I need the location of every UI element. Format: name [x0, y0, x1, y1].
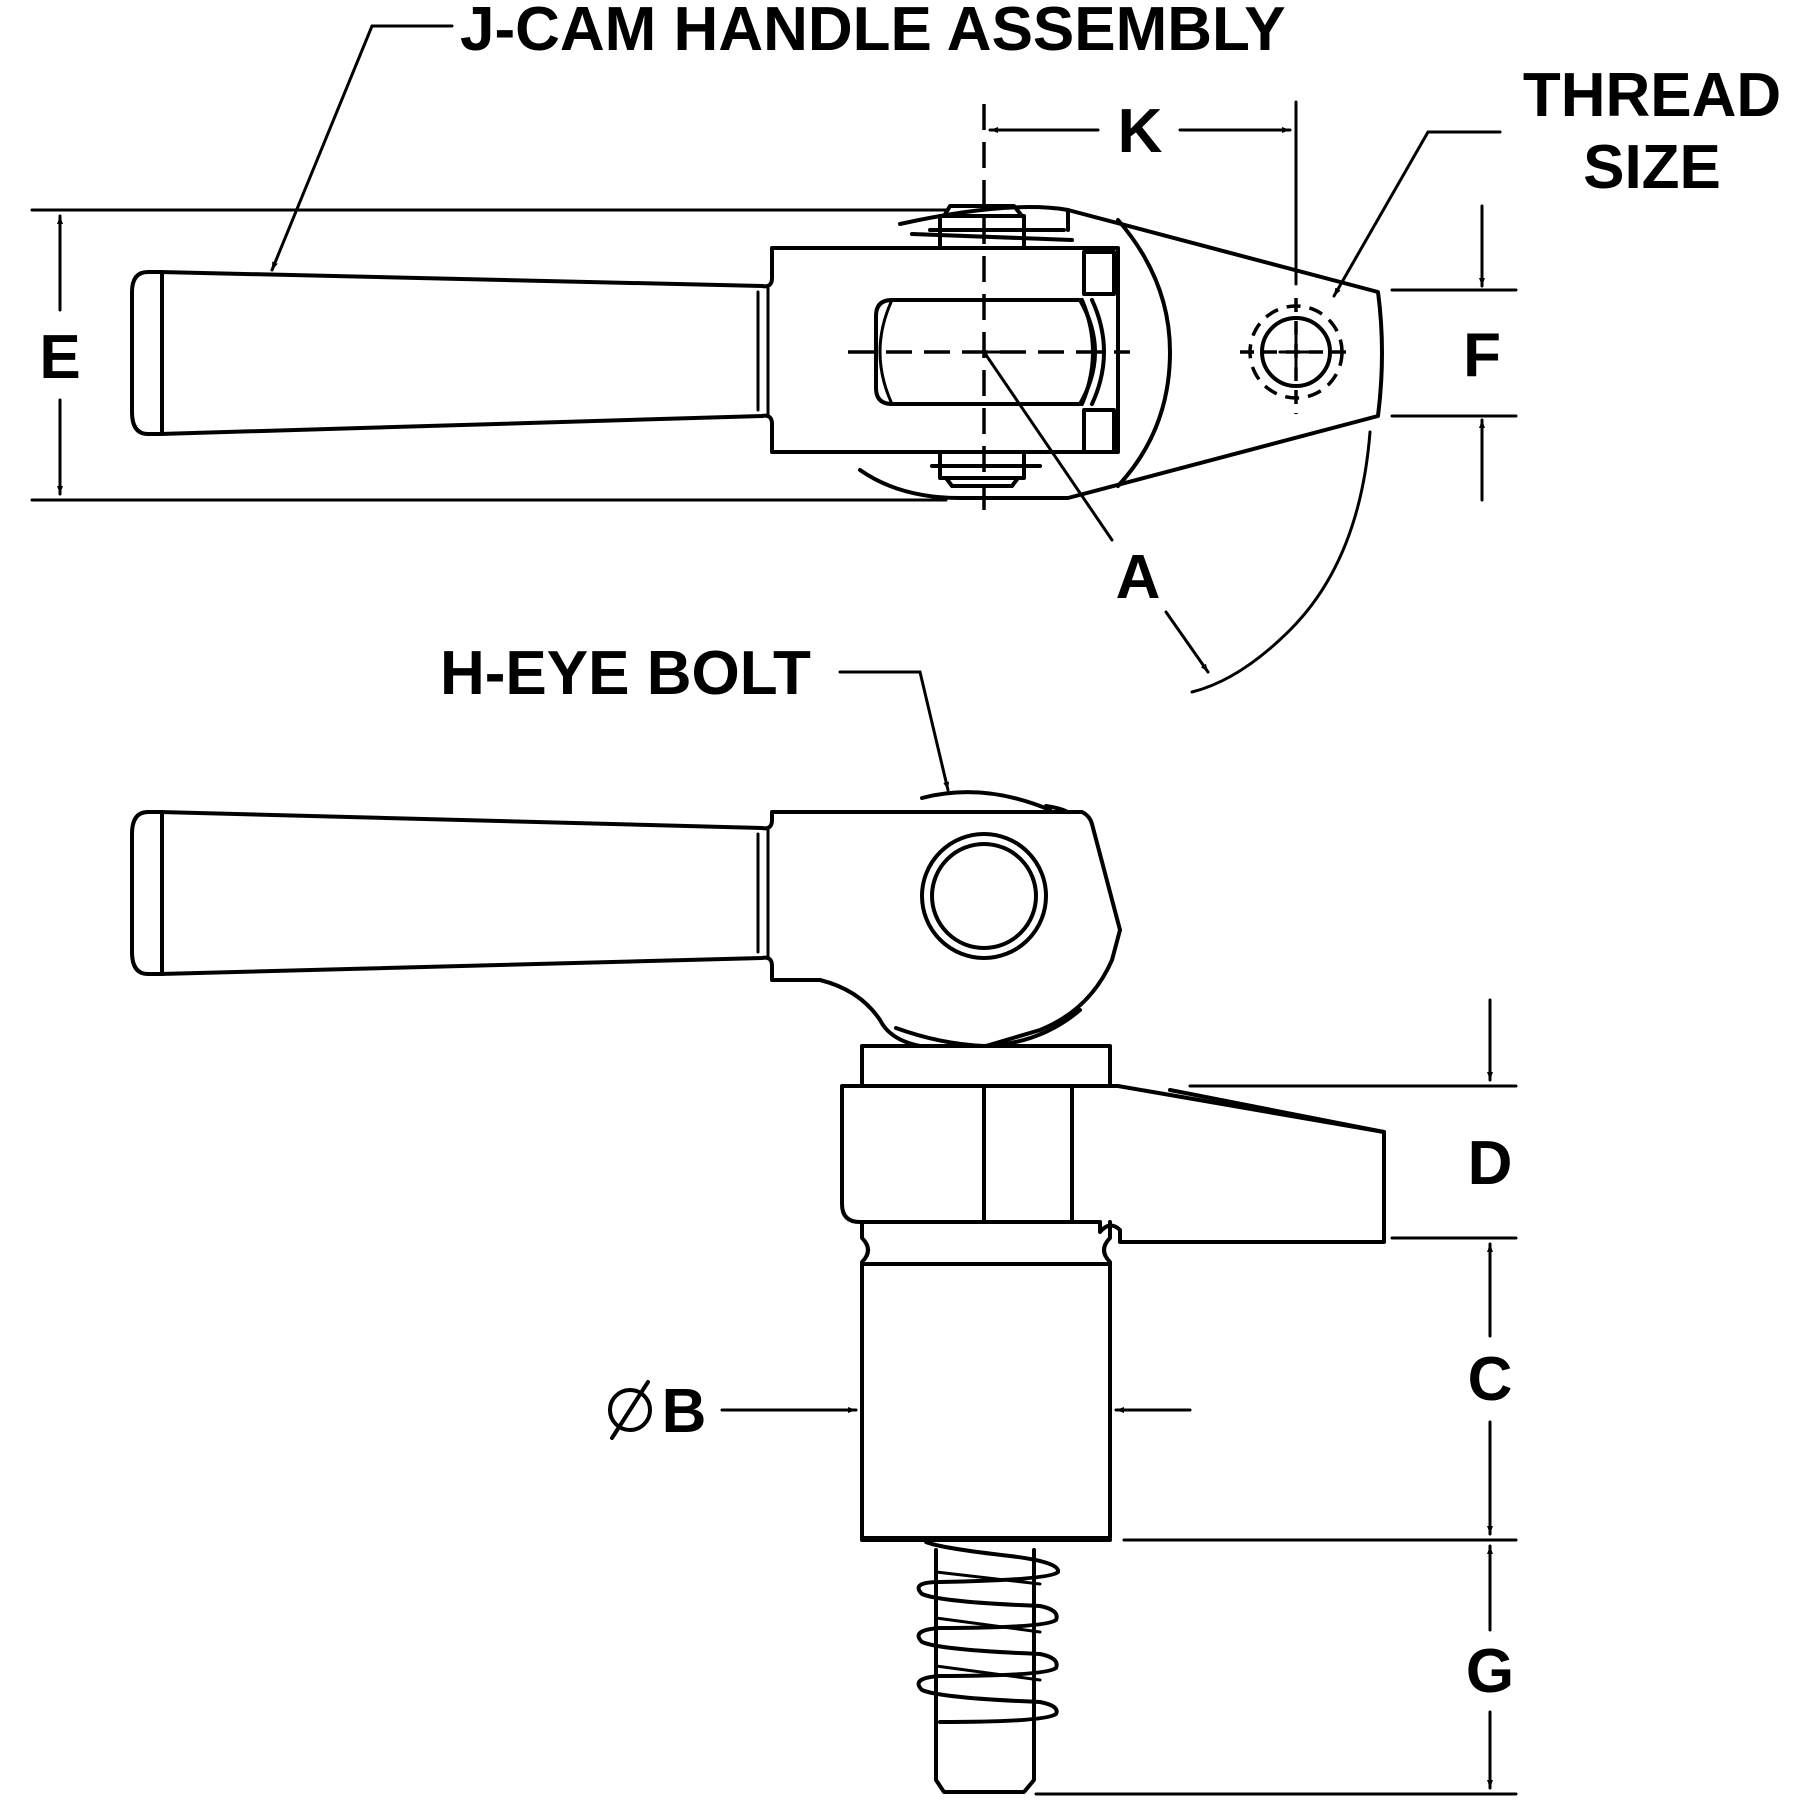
label-d: D [1468, 1129, 1513, 1198]
dim-f: F [1390, 204, 1518, 502]
j-cam-callout: J-CAM HANDLE ASSEMBLY [270, 0, 1286, 272]
dim-b: B [608, 1377, 1192, 1446]
side-threaded-pin [934, 1548, 1036, 1794]
dim-d: D [1188, 998, 1518, 1240]
top-stud-lower [930, 450, 1042, 488]
dim-c: C [1122, 1242, 1518, 1542]
h-eye-bolt-callout: H-EYE BOLT [440, 639, 950, 792]
thread-size-callout: THREAD SIZE [1332, 61, 1781, 298]
thread-hole [1260, 316, 1332, 388]
side-top-plate [860, 1044, 1112, 1088]
label-h-eye-bolt: H-EYE BOLT [440, 639, 811, 708]
dim-a: A [982, 350, 1372, 694]
top-stud-upper [928, 204, 1066, 250]
diameter-symbol [608, 1380, 652, 1440]
side-body-block [840, 1084, 1386, 1244]
label-b: B [662, 1377, 707, 1446]
label-c: C [1468, 1345, 1513, 1414]
eye-bolt-outer [920, 832, 1048, 960]
side-view: D C G B H-EYE BOL [130, 639, 1518, 1796]
label-e: E [39, 323, 80, 392]
top-cam-body [858, 205, 1384, 500]
label-thread-line2: SIZE [1583, 133, 1721, 202]
dim-e: E [30, 208, 948, 502]
label-k: K [1118, 97, 1163, 166]
label-f: F [1463, 321, 1501, 390]
top-view: E K F A THREAD SIZE [30, 0, 1781, 694]
dim-k: K [988, 97, 1298, 286]
label-j-cam: J-CAM HANDLE ASSEMBLY [460, 0, 1286, 64]
side-spring [916, 1538, 1060, 1724]
side-plunger-body [860, 1262, 1112, 1540]
label-thread-line1: THREAD [1523, 61, 1781, 130]
top-handle-lever [130, 246, 1120, 454]
eye-bolt-inner [930, 842, 1038, 950]
side-neck [860, 1220, 1112, 1266]
label-g: G [1466, 1637, 1514, 1706]
dim-g: G [1034, 1544, 1518, 1796]
side-handle-lever [130, 810, 1122, 1048]
label-a: A [1116, 543, 1161, 612]
